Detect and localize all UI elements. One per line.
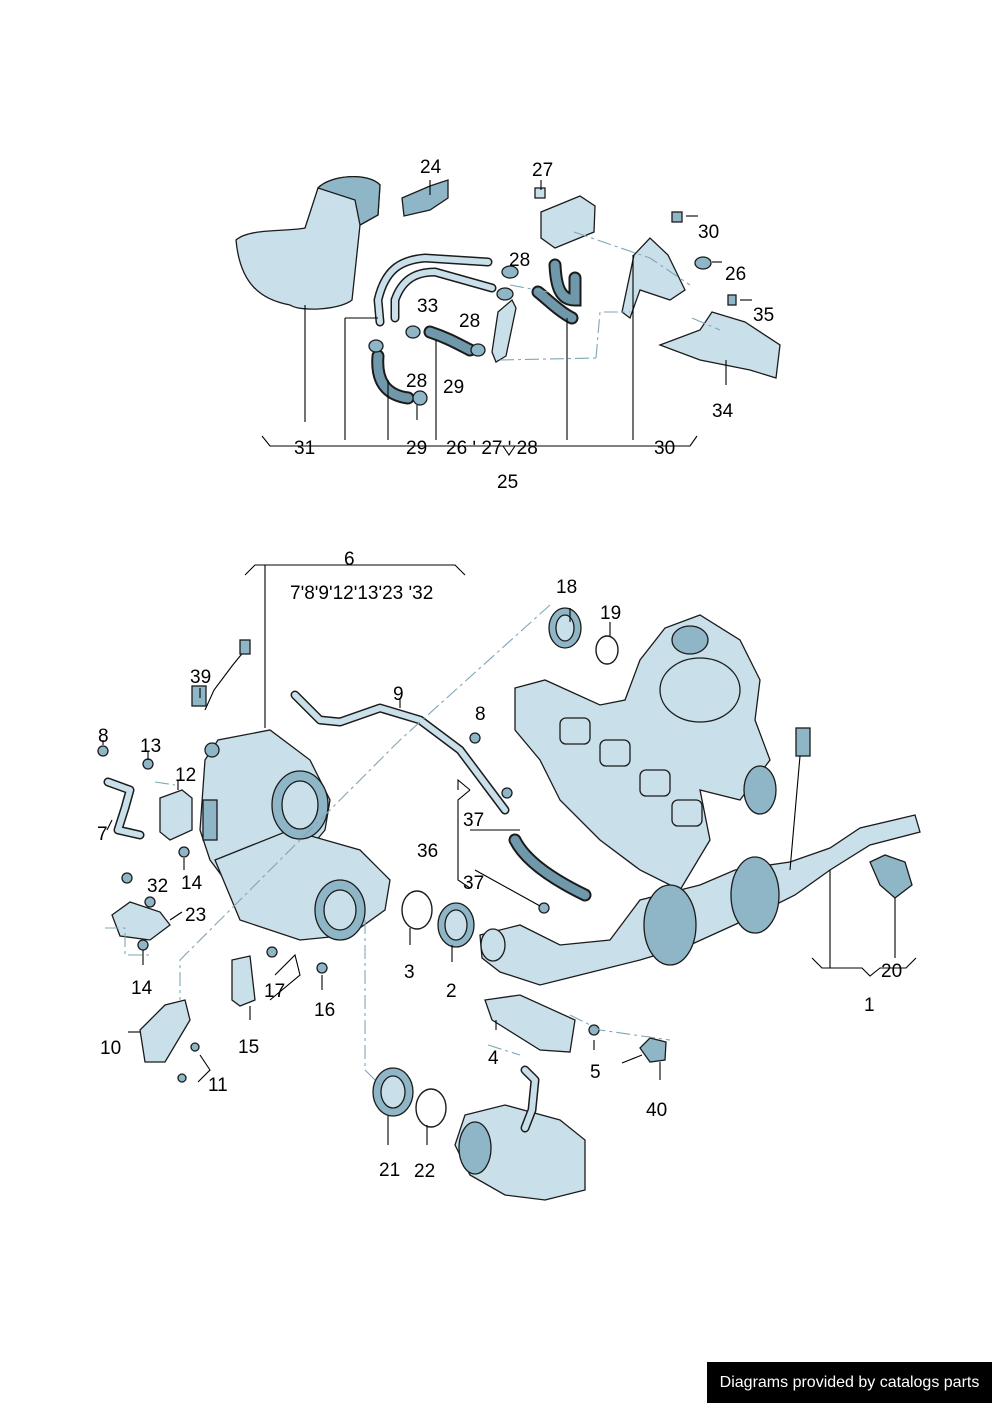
label-9: 9 [393, 684, 404, 705]
egr-cooler-part [454, 1065, 586, 1201]
gasket-19 [595, 635, 619, 665]
bracket-15 [231, 955, 256, 1007]
label-36: 36 [417, 841, 438, 862]
heat-shield-34 [658, 311, 781, 379]
bracket-30 [621, 211, 737, 320]
label-35: 35 [753, 305, 774, 326]
label-3: 3 [404, 962, 415, 983]
label-30-group: 30 [654, 438, 675, 459]
oxygen-sensor-top [789, 727, 811, 871]
label-22: 22 [414, 1161, 435, 1182]
label-40: 40 [646, 1100, 667, 1121]
pipe-7 [103, 777, 145, 840]
label-14-top: 14 [181, 873, 203, 894]
label-16: 16 [314, 1000, 335, 1021]
label-8-right: 8 [475, 704, 486, 725]
label-31: 31 [294, 438, 315, 459]
label-7: 7 [97, 824, 108, 845]
bracket-29-top [491, 298, 517, 363]
label-28-a: 28 [509, 250, 530, 271]
footer-credit: Diagrams provided by catalogs parts [707, 1362, 992, 1403]
label-1: 1 [864, 995, 875, 1016]
label-23: 23 [185, 905, 206, 926]
sensor-40 [621, 1037, 667, 1064]
label-group-25: 26 ʹ 27 ʹ 28 [446, 438, 538, 459]
heat-shield-31 [235, 175, 381, 310]
callout-labels: 24 27 30 28 26 33 35 28 28 29 34 31 29 2… [97, 157, 902, 1182]
hoses-top [371, 258, 582, 405]
label-37-top: 37 [463, 810, 484, 831]
label-37-bottom: 37 [463, 873, 484, 894]
pipe-pair-top [373, 253, 497, 327]
label-15: 15 [238, 1037, 259, 1058]
exhaust-pipe-1 [479, 814, 921, 986]
label-26-top: 26 [725, 264, 746, 285]
hanger-20 [869, 854, 913, 899]
label-6: 6 [344, 549, 355, 570]
clamp-18 [548, 607, 582, 649]
label-29-top: 29 [443, 377, 464, 398]
label-29-group: 29 [406, 438, 427, 459]
top-leader-lines [261, 180, 752, 456]
pressure-sensor-27 [534, 187, 596, 249]
label-4: 4 [488, 1048, 499, 1069]
label-33: 33 [417, 296, 438, 317]
label-18: 18 [556, 577, 577, 598]
sensor-39 [191, 639, 251, 711]
label-30-top: 30 [698, 222, 719, 243]
bottom-dash-lines [105, 604, 671, 1086]
bracket-23 [111, 901, 171, 941]
label-10: 10 [100, 1038, 121, 1059]
label-20: 20 [881, 961, 902, 982]
label-8-left: 8 [98, 726, 109, 747]
label-17: 17 [264, 981, 285, 1002]
label-21: 21 [379, 1160, 400, 1181]
label-32: 32 [147, 876, 168, 897]
label-11: 11 [208, 1075, 228, 1096]
clamps-28 [368, 265, 519, 406]
dpf-catalytic-converter [199, 729, 391, 941]
bracket-10 [139, 999, 191, 1063]
label-19: 19 [600, 603, 621, 624]
bracket-24 [401, 179, 449, 217]
gasket-4 [484, 994, 576, 1053]
label-28-c: 28 [406, 371, 427, 392]
hose-36 [508, 833, 592, 902]
exhaust-manifold-turbo [514, 614, 777, 891]
label-28-b: 28 [459, 311, 480, 332]
label-34: 34 [712, 401, 734, 422]
label-2: 2 [446, 981, 457, 1002]
label-39: 39 [190, 667, 211, 688]
top-dash-lines [499, 231, 721, 361]
label-group-6: 7ʹ8ʹ9ʹ12ʹ13ʹ23 ʹ32 [290, 583, 433, 604]
gasket-22 [415, 1088, 447, 1128]
label-5: 5 [590, 1062, 601, 1083]
bottom-leader-lines [102, 564, 917, 1145]
label-27: 27 [532, 160, 553, 181]
label-25: 25 [497, 472, 518, 493]
label-13: 13 [140, 736, 161, 757]
label-12: 12 [175, 765, 196, 786]
clamp-21 [372, 1067, 414, 1117]
clamps-2-3 [401, 890, 475, 948]
pipe-9 [290, 690, 510, 815]
bracket-12 [159, 789, 193, 841]
label-24: 24 [420, 157, 442, 178]
label-14-bottom: 14 [131, 978, 153, 999]
bolts-bottom [97, 732, 600, 1083]
